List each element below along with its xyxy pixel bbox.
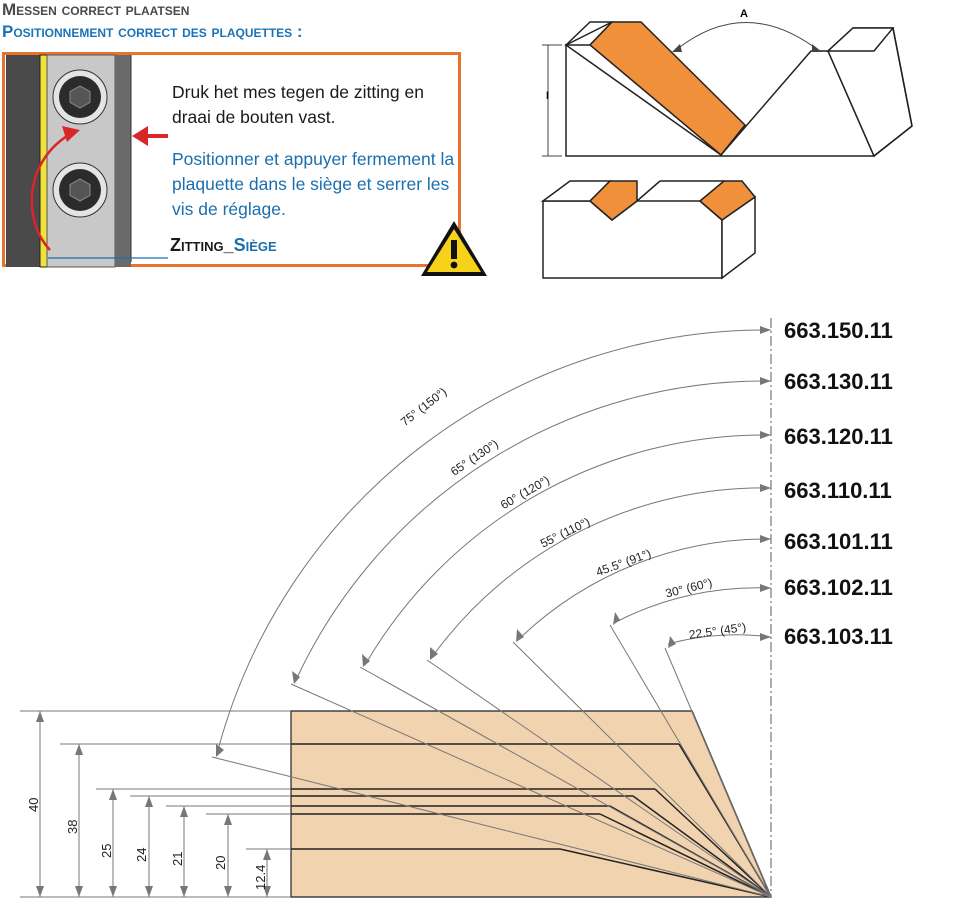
product-code: 663.110.11: [784, 478, 892, 503]
product-code: 663.150.11: [784, 318, 893, 343]
arc-arrowheads: [216, 326, 771, 757]
seat-label-fr: Siège: [233, 235, 277, 255]
instruction-box: [2, 52, 461, 267]
height-label: 12.4: [253, 864, 268, 890]
product-code: 663.103.11: [784, 624, 893, 649]
seat-label-sep: _: [223, 235, 234, 255]
extension-lines: [211, 624, 772, 898]
double-v-sketch: [540, 180, 757, 280]
angle-label-a: A: [740, 8, 748, 20]
angle-arc: [675, 22, 819, 51]
rotation-arrow-icon: [30, 131, 73, 251]
bolt-top-icon: [52, 69, 108, 125]
product-code: 663.101.11: [784, 529, 893, 554]
title-fr: Positionnement correct des plaquettes :: [2, 22, 303, 41]
height-label-i: I: [546, 90, 550, 102]
seat-label: Zitting_Siège: [170, 235, 277, 256]
height-label: 25: [99, 843, 114, 858]
height-arrowheads: [36, 711, 271, 897]
height-label: 38: [65, 819, 80, 834]
height-dimensions: [20, 710, 291, 898]
height-label: 24: [134, 847, 149, 862]
product-code: 663.130.11: [784, 369, 893, 394]
cutter-illustration: [6, 54, 168, 268]
warning-icon: [421, 221, 487, 276]
instruction-nl: Druk het mes tegen de zitting en draai d…: [172, 82, 424, 127]
title-nl: Messen correct plaatsen: [2, 0, 190, 19]
push-arrow-icon: [132, 126, 168, 146]
seat-label-nl: Zitting: [170, 235, 224, 255]
v-groove-sketch: [564, 21, 913, 158]
instruction-fr: Positionner et appuyer fermement la plaq…: [172, 149, 455, 219]
height-label: 40: [26, 797, 41, 812]
product-code: 663.120.11: [784, 424, 893, 449]
wood-block: [290, 710, 772, 898]
height-label: 21: [170, 851, 185, 866]
profile-steps: [291, 743, 679, 850]
height-label: 20: [213, 855, 228, 870]
product-code: 663.102.11: [784, 575, 893, 600]
angle-arcs: [217, 329, 772, 751]
bolt-bottom-icon: [52, 162, 108, 218]
